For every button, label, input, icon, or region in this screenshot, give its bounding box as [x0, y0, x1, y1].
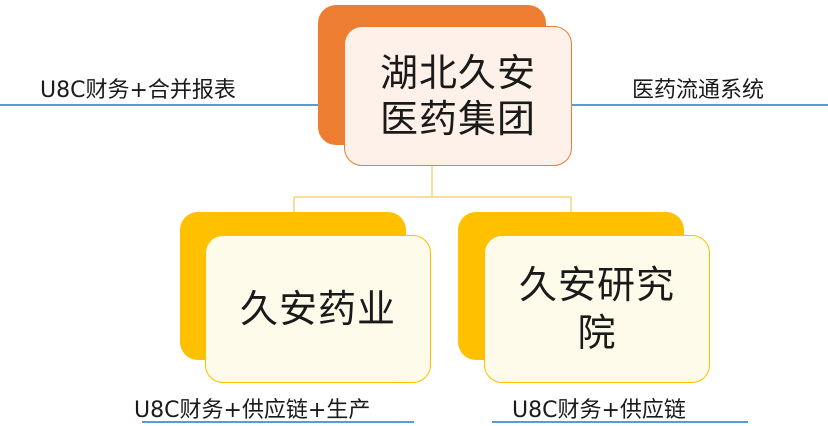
top-right-label: 医药流通系统 — [632, 78, 765, 103]
child-node-right-title-line2: 院 — [577, 311, 617, 355]
child-right-rule — [492, 421, 748, 423]
group-node[interactable]: 湖北久安 医药集团 — [344, 26, 572, 166]
child-node-left-title-line1: 久安药业 — [239, 287, 396, 331]
top-right-rule — [572, 104, 828, 106]
child-left-rule — [142, 421, 414, 423]
child-left-label: U8C财务+供应链+生产 — [134, 398, 371, 423]
top-left-rule — [0, 104, 318, 106]
top-left-label: U8C财务+合并报表 — [40, 78, 236, 103]
group-node-title-line1: 湖北久安 — [379, 51, 536, 95]
child-node-left[interactable]: 久安药业 — [205, 235, 431, 383]
child-node-right-title-line1: 久安研究 — [518, 263, 675, 307]
child-right-label: U8C财务+供应链 — [512, 398, 686, 423]
group-node-title-line2: 医药集团 — [379, 97, 536, 141]
child-node-right[interactable]: 久安研究 院 — [484, 235, 710, 383]
